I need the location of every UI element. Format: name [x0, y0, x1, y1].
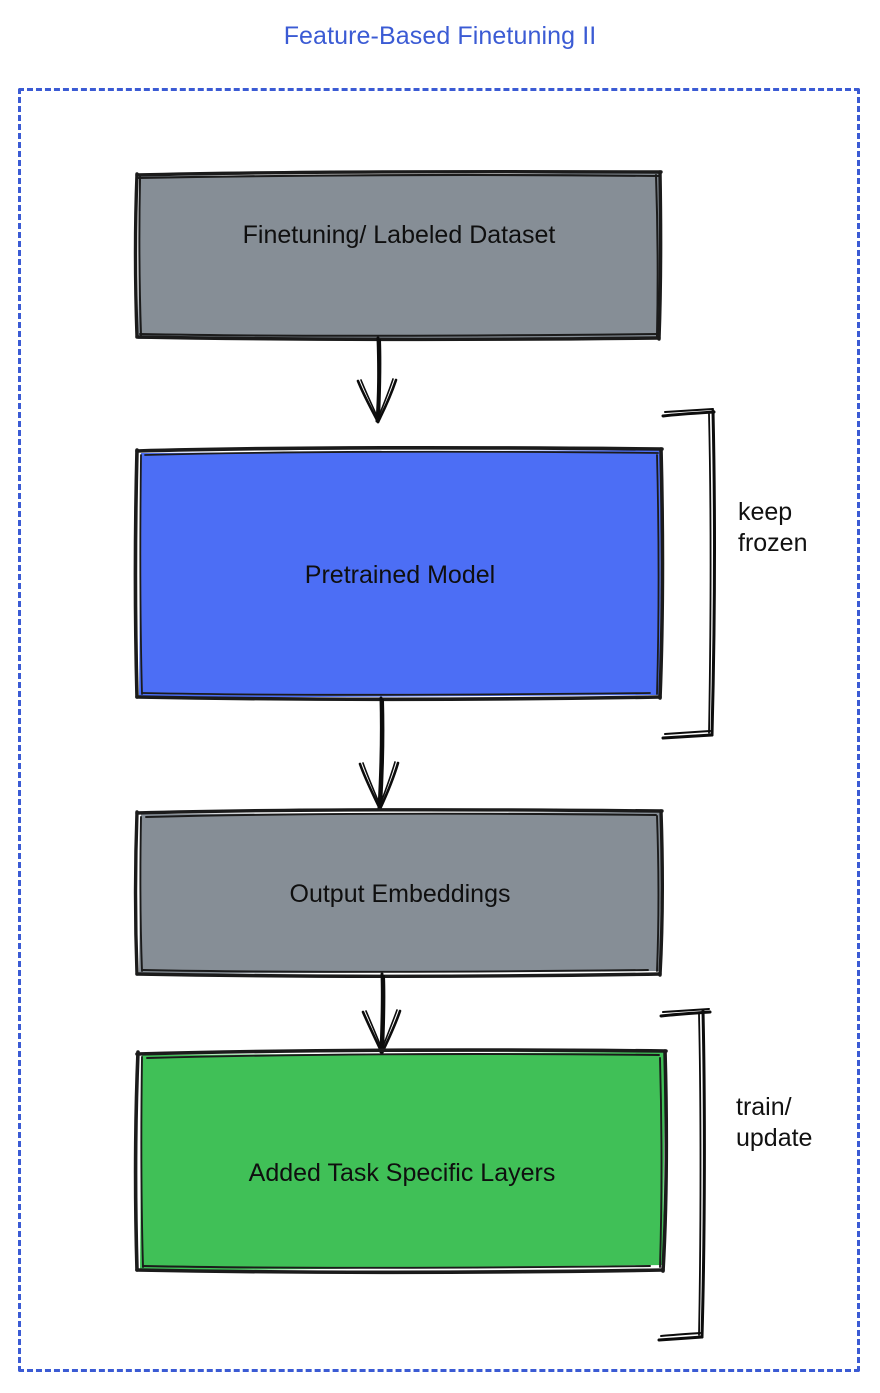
bracket-label-train-update-line1: train/ — [736, 1093, 792, 1121]
bracket-label-keep-frozen-line2: frozen — [738, 528, 808, 557]
bracket-train-update — [657, 1008, 712, 1342]
bracket-label-keep-frozen-line1: keep — [738, 498, 793, 526]
bracket-label-train-update: train/ update — [736, 1092, 812, 1153]
node-output-embeddings[interactable] — [133, 807, 665, 978]
bracket-label-train-update-line2: update — [736, 1123, 813, 1152]
arrow-dataset-to-pretrained — [356, 336, 398, 424]
bracket-keep-frozen — [661, 408, 716, 740]
arrow-pretrained-to-embeddings — [358, 696, 400, 811]
page-title: Feature-Based Finetuning II — [283, 22, 597, 50]
arrow-embeddings-to-task-layers — [361, 972, 402, 1055]
bracket-label-keep-frozen: keep frozen — [738, 497, 807, 558]
node-dataset[interactable] — [133, 169, 663, 342]
node-task-specific-layers[interactable] — [133, 1048, 669, 1275]
node-pretrained-model[interactable] — [133, 445, 665, 702]
